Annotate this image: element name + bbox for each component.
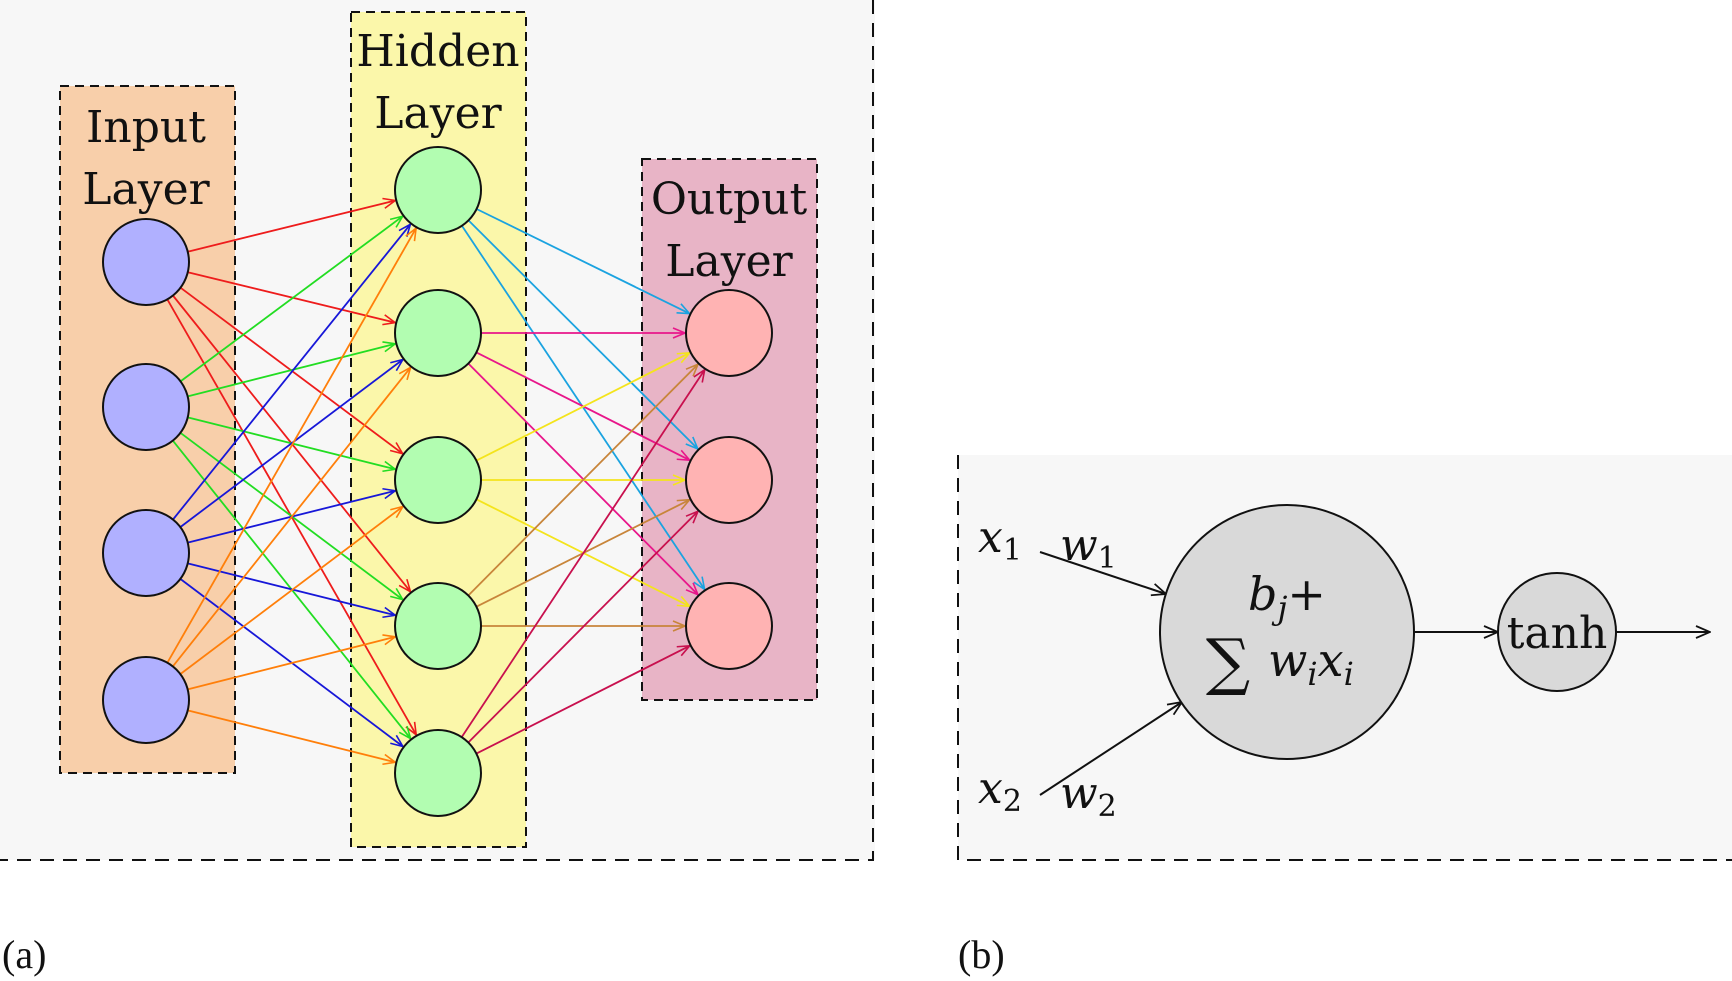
- input-layer-label-line2: Layer: [82, 164, 210, 215]
- input-node-3: [102, 509, 190, 597]
- network-nodes: [102, 146, 773, 817]
- weight-w2-label: w2: [1060, 768, 1117, 824]
- panel-a-border: [0, 0, 874, 861]
- edge-input-3-to-hidden-2: [179, 360, 403, 528]
- input-node-2: [102, 363, 190, 451]
- output-layer-label-line1: Output: [651, 174, 808, 225]
- edge-input-4-to-hidden-4: [187, 637, 396, 691]
- weight-w1-label: w1: [1060, 520, 1117, 576]
- edge-hidden-5-to-output-1: [460, 370, 705, 738]
- panel-a: Input Layer Hidden Layer Output Layer: [0, 0, 875, 861]
- output-node-1: [685, 289, 773, 377]
- weighted-sum-term: wixi: [1268, 633, 1354, 693]
- output-node-2: [685, 436, 773, 524]
- edge-input-4-to-hidden-3: [179, 507, 403, 675]
- edge-input-1-to-hidden-2: [187, 271, 395, 322]
- hidden-node-5: [394, 729, 482, 817]
- edge-hidden-5-to-output-2: [467, 511, 698, 744]
- input-x1-label: x1: [978, 512, 1022, 568]
- edge-hidden-5-to-output-3: [475, 646, 689, 755]
- edge-input-4-to-hidden-1: [166, 228, 416, 664]
- hidden-layer-label-line2: Layer: [374, 88, 502, 139]
- input-node-4: [102, 656, 190, 744]
- panel-b: x1 w1 x2 w2 bj+ ∑ wixi tanh: [957, 455, 1732, 861]
- edge-input-1-to-hidden-1: [187, 201, 396, 253]
- edge-input-2-to-hidden-1: [179, 216, 403, 383]
- panel-label-a: (a): [2, 932, 46, 977]
- hidden-node-1: [394, 146, 482, 234]
- output-layer-label-line2: Layer: [665, 236, 793, 287]
- sum-symbol: ∑: [1206, 625, 1250, 698]
- edge-hidden-1-to-output-2: [467, 219, 698, 449]
- edge-input-4-to-hidden-2: [172, 367, 411, 667]
- edge-hidden-3-to-output-1: [475, 353, 689, 462]
- hidden-node-4: [394, 582, 482, 670]
- input-node-1: [102, 218, 190, 306]
- bias-term: bj+: [1248, 567, 1326, 627]
- input-x1-arrow: [1039, 551, 1166, 594]
- edge-input-2-to-hidden-2: [187, 344, 396, 398]
- summation-node: [1159, 504, 1415, 760]
- hidden-node-3: [394, 436, 482, 524]
- hidden-node-2: [394, 289, 482, 377]
- panel-label-b: (b): [958, 932, 1005, 977]
- network-connections: [166, 201, 705, 763]
- edge-hidden-1-to-output-1: [476, 208, 690, 314]
- activation-label: tanh: [1507, 608, 1608, 659]
- panel-b-border: [957, 455, 1732, 861]
- input-layer-label-line1: Input: [86, 102, 206, 153]
- edge-input-4-to-hidden-5: [187, 709, 396, 762]
- edge-hidden-4-to-output-1: [467, 364, 698, 597]
- input-x2-label: x2: [978, 763, 1022, 819]
- output-node-3: [685, 582, 773, 670]
- edge-input-3-to-hidden-1: [172, 224, 410, 521]
- input-x2-arrow: [1039, 702, 1182, 796]
- hidden-layer-label-line1: Hidden: [356, 26, 519, 77]
